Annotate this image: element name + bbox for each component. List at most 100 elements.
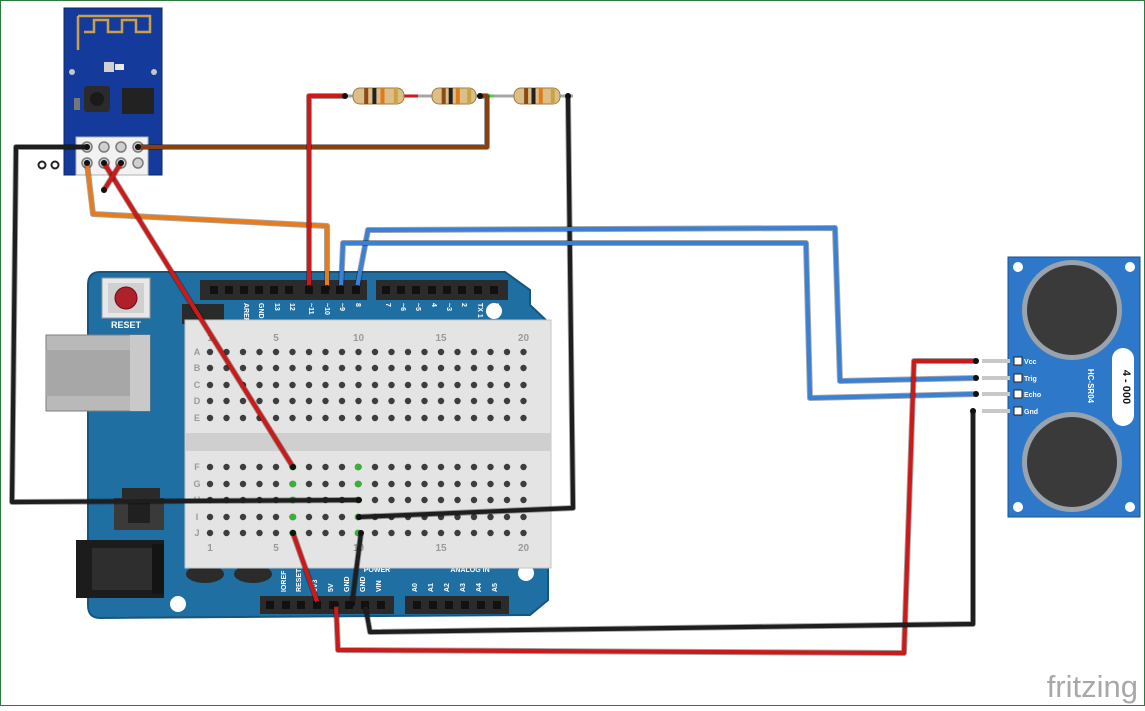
breadboard-hole — [421, 348, 428, 356]
breadboard-hole — [503, 348, 511, 356]
resistor — [352, 87, 405, 105]
breadboard-row-label: E — [194, 413, 200, 423]
breadboard-hole — [338, 414, 346, 422]
breadboard-hole — [305, 348, 313, 356]
wire-end — [970, 408, 976, 414]
breadboard-hole — [388, 529, 395, 537]
digital-pin-label: ~6 — [399, 303, 406, 311]
wire-end — [358, 530, 364, 536]
header-pin — [210, 286, 218, 294]
resistor-band — [441, 88, 446, 104]
switch-dot — [50, 160, 60, 170]
breadboard-hole — [239, 480, 247, 488]
breadboard-hole — [520, 529, 527, 537]
breadboard-hole — [520, 480, 527, 488]
breadboard-column-number: 10 — [353, 333, 365, 344]
breadboard-hole — [272, 364, 280, 372]
analog-pin-label: A3 — [460, 583, 467, 592]
digital-pin-label: ~11 — [307, 303, 314, 315]
esp-antenna — [76, 14, 152, 50]
breadboard-hole — [322, 381, 329, 389]
breadboard-row-label: D — [194, 396, 201, 406]
breadboard-hole — [206, 381, 214, 389]
breadboard-hole — [404, 529, 412, 537]
breadboard-hole — [338, 463, 346, 471]
breadboard-hole — [305, 513, 313, 521]
breadboard-hole — [437, 364, 445, 372]
digital-pin-label: GND — [257, 303, 264, 319]
breadboard-hole — [322, 397, 329, 405]
breadboard-hole — [470, 513, 478, 521]
sensor-pin-lead — [982, 376, 1010, 380]
resistor — [431, 87, 477, 105]
breadboard-hole — [322, 364, 329, 372]
breadboard-hole — [206, 414, 214, 422]
breadboard-hole — [272, 513, 280, 521]
breadboard-hole — [454, 364, 461, 372]
digital-pin-label: ~3 — [445, 303, 452, 311]
breadboard-hole — [223, 414, 230, 422]
wire-end — [84, 144, 90, 150]
sensor-side-label: 4 - 000 — [1120, 370, 1132, 404]
reset-button[interactable] — [101, 277, 151, 319]
breadboard-hole — [437, 496, 445, 504]
breadboard-hole — [388, 397, 395, 405]
breadboard-hole — [454, 414, 461, 422]
power-jack — [76, 540, 164, 598]
sensor-pin-lead — [982, 392, 1010, 396]
breadboard-hole — [454, 513, 461, 521]
connected-hole — [354, 480, 362, 488]
breadboard-hole — [272, 463, 280, 471]
resistor-chain — [345, 87, 573, 105]
wire-red-pin11-divider — [306, 93, 348, 291]
esp-chip — [122, 88, 154, 114]
breadboard-hole — [371, 348, 379, 356]
breadboard-hole — [355, 381, 362, 389]
analog-pin-label: A4 — [476, 583, 483, 592]
breadboard-hole — [388, 496, 395, 504]
breadboard-hole — [223, 513, 230, 521]
digital-pin-label: ~5 — [414, 303, 421, 311]
breadboard-hole — [305, 463, 313, 471]
wire-end — [356, 497, 362, 503]
header-pin — [255, 286, 263, 294]
wire-end — [135, 144, 141, 150]
breadboard-hole — [239, 529, 247, 537]
breadboard-hole — [223, 480, 230, 488]
breadboard-hole — [503, 496, 511, 504]
breadboard-hole — [305, 480, 313, 488]
digital-pin-label: 8 — [354, 303, 361, 307]
breadboard-hole — [437, 529, 445, 537]
breadboard-column-number: 20 — [518, 333, 530, 344]
breadboard-hole — [437, 480, 445, 488]
header-pin — [345, 601, 353, 609]
wire-blue-trig — [354, 225, 979, 384]
breadboard-hole — [421, 397, 428, 405]
breadboard-hole — [272, 381, 280, 389]
sensor-pin-lead — [982, 409, 1010, 413]
breadboard-row-label: F — [194, 462, 200, 472]
resistor-band — [455, 88, 460, 104]
breadboard-hole — [206, 513, 214, 521]
breadboard-hole — [487, 381, 494, 389]
breadboard-column-number: 1 — [207, 543, 213, 554]
digital-pin-label: 13 — [273, 303, 280, 311]
wire-end — [290, 464, 296, 470]
wire-end — [324, 285, 330, 291]
breadboard-hole — [355, 348, 362, 356]
capacitor — [186, 565, 224, 583]
breadboard-hole — [487, 513, 494, 521]
breadboard-hole — [520, 381, 527, 389]
usb-connector — [45, 334, 151, 412]
wire-end — [315, 601, 321, 607]
wire-end — [84, 160, 90, 166]
wire-blue-echo — [338, 240, 979, 401]
breadboard-hole — [470, 348, 478, 356]
breadboard-hole — [338, 364, 346, 372]
breadboard-hole — [272, 397, 280, 405]
breadboard-hole — [470, 496, 478, 504]
breadboard-row-label: I — [196, 512, 199, 522]
breadboard-hole — [487, 414, 494, 422]
wire-end — [342, 93, 348, 99]
